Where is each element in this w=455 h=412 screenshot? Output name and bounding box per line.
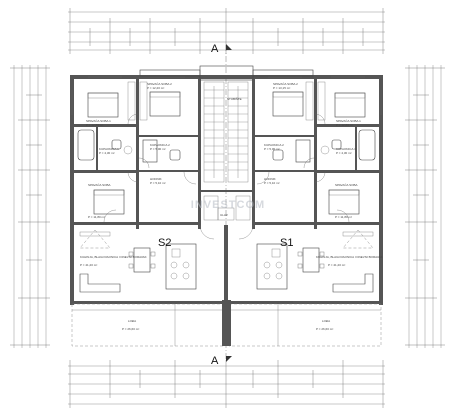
section-line-a xyxy=(225,44,232,362)
room-area-s2-bathroom1: P = 4,30 m² xyxy=(99,151,115,155)
loggia xyxy=(71,300,382,347)
furniture-bathrooms xyxy=(77,129,376,163)
room-name-s2-loggia: LOĐA xyxy=(128,319,136,323)
room-area-s1-bedroom1: P = 12,80 m² xyxy=(336,123,353,127)
right-dimension-chains xyxy=(405,65,445,348)
room-area-s2-bedroom2: P = 12,20 m² xyxy=(147,86,164,90)
room-name-s1-loggia: LOĐA xyxy=(322,319,330,323)
room-labels: SPAVAĆA SOBA 1 P = 12,80 m² SPAVAĆA SOBA… xyxy=(80,81,383,331)
staircase xyxy=(203,81,249,183)
room-name-s1-bedroom1: SPAVAĆA SOBA 1 xyxy=(336,118,361,123)
room-area-s1-hall: P = 5,10 m² xyxy=(264,181,280,185)
room-name-s1-bathroom2: KUPAONICA 2 xyxy=(264,143,284,147)
room-name-s2-hall: HODNIK xyxy=(150,177,162,181)
room-name-s1-hall: HODNIK xyxy=(264,177,276,181)
room-area-s1-loggia: P = 26,60 m² xyxy=(316,327,333,331)
room-area-s2-bedroom3: P = 11,80 m² xyxy=(88,215,105,219)
section-mark-top: A xyxy=(211,43,219,55)
room-area-s1-bedroom2: P = 13,15 m² xyxy=(273,86,290,90)
room-area-s2-bathroom2: P = 5,00 m² xyxy=(150,147,166,151)
room-name-s1-living: KUHINJA, BLAGOVAONICA I DNEVNI BORAVAK xyxy=(316,255,383,259)
left-dimension-chains xyxy=(10,65,50,348)
room-name-s1-bedroom2: SPAVAĆA SOBA 2 xyxy=(273,81,298,86)
furniture-living xyxy=(79,195,374,293)
room-name-s2-living: KUHINJA, BLAGOVAONICA I DNEVNI BORAVAK xyxy=(80,255,147,259)
room-name-s1-bathroom1: KUPAONICA 1 xyxy=(336,147,356,151)
furniture-beds xyxy=(87,81,366,215)
room-area-s1-bedroom3: P = 11,80 m² xyxy=(335,215,352,219)
room-name-s2-bedroom1: SPAVAĆA SOBA 1 xyxy=(86,118,111,123)
room-area-s2-living: P = 41,20 m² xyxy=(80,263,97,267)
room-name-s2-bedroom2: SPAVAĆA SOBA 2 xyxy=(147,81,172,86)
room-area-s1-bathroom2: P = 5,00 m² xyxy=(264,147,280,151)
room-name-lobby: ULAZ xyxy=(220,213,228,217)
room-area-s2-loggia: P = 26,60 m² xyxy=(122,327,139,331)
windows xyxy=(71,76,382,303)
unit-label-s1: S1 xyxy=(280,237,293,249)
room-area-s1-living: P = 41,20 m² xyxy=(328,263,345,267)
room-name-stairs: STUBIŠTE xyxy=(227,96,242,101)
room-area-s2-hall: P = 5,10 m² xyxy=(150,181,166,185)
room-name-s2-bathroom1: KUPAONICA 1 xyxy=(99,147,119,151)
room-name-s2-bathroom2: KUPAONICA 2 xyxy=(150,143,170,147)
unit-label-s2: S2 xyxy=(158,237,171,249)
interior-walls xyxy=(74,79,379,305)
watermark-text: INVESTCOM xyxy=(191,199,265,211)
door-swings xyxy=(103,113,350,240)
section-mark-bottom: A xyxy=(211,355,219,367)
room-area-s2-bedroom1: P = 12,80 m² xyxy=(86,123,103,127)
room-area-s1-bathroom1: P = 4,30 m² xyxy=(336,151,352,155)
ceiling-markers xyxy=(79,229,374,249)
room-name-s2-bedroom3: SPAVAĆA SOBA xyxy=(88,182,111,187)
room-name-s1-bedroom3: SPAVAĆA SOBA xyxy=(335,182,358,187)
bottom-dimension-chains xyxy=(68,360,385,408)
